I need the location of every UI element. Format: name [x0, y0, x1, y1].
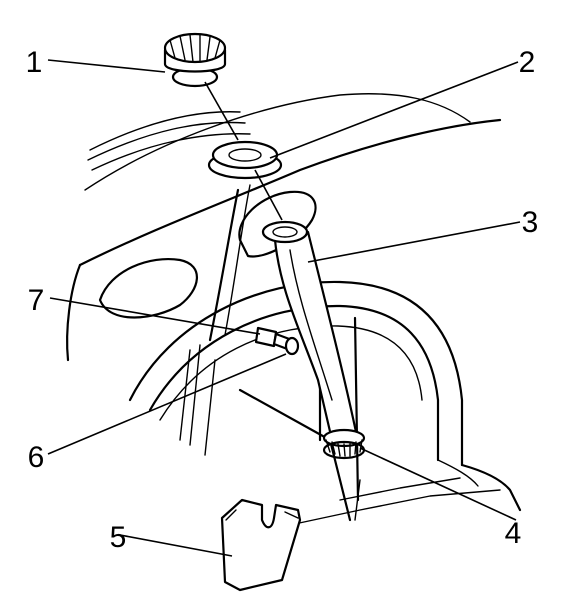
- wheel-house: [128, 280, 522, 512]
- tether-line: [204, 81, 283, 221]
- inner-panel: [208, 184, 501, 526]
- filler-opening: [238, 190, 317, 258]
- callout-6: 6: [28, 441, 45, 474]
- callout-3: 3: [522, 206, 539, 239]
- leader-lines: [47, 59, 521, 557]
- bolt: [254, 326, 300, 356]
- callout-4: 4: [505, 517, 522, 550]
- fuel-cap: [163, 32, 227, 88]
- filler-neck: [261, 220, 358, 442]
- callout-1: 1: [26, 46, 43, 79]
- bracket: [220, 498, 302, 592]
- grommet: [207, 140, 283, 180]
- callout-2: 2: [519, 46, 536, 79]
- body-recess: [98, 258, 198, 319]
- body-panel: [66, 93, 502, 362]
- callout-5: 5: [110, 521, 127, 554]
- callout-7: 7: [28, 284, 45, 317]
